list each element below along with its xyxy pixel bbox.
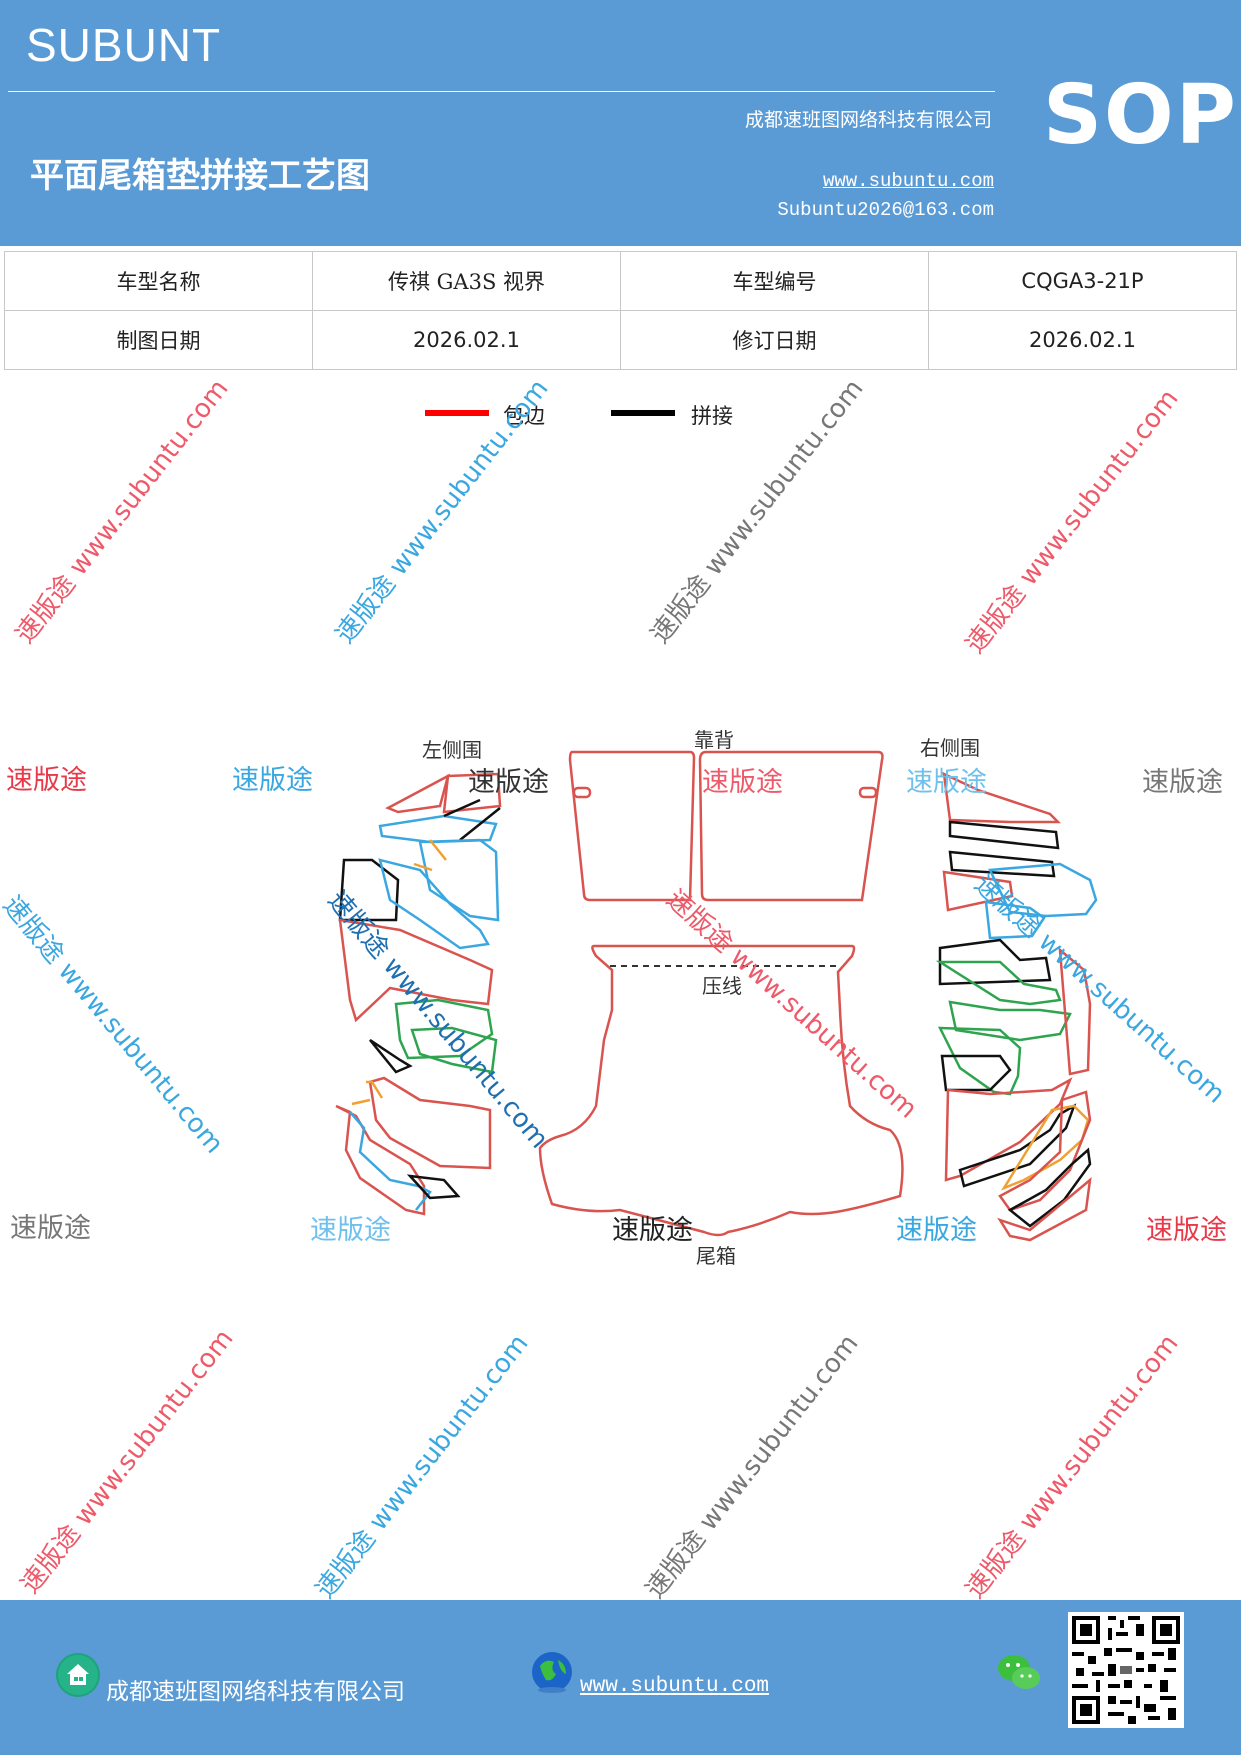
watermark-brand: 速版途	[6, 765, 87, 796]
sop-badge: SOP	[1043, 68, 1238, 163]
watermark-brand: 速版途	[612, 1215, 693, 1246]
globe-icon	[532, 1652, 572, 1693]
join-legend-swatch	[611, 410, 675, 416]
press-line-label: 压线	[702, 974, 742, 998]
watermark-brand: 速版途	[702, 767, 783, 798]
header-divider	[8, 91, 995, 92]
revise-date-value: 2026.02.1	[928, 310, 1237, 370]
watermark-brand: 速版途	[310, 1215, 391, 1246]
model-code-value: CQGA3-21P	[928, 251, 1237, 311]
watermark-brand: 速版途	[232, 765, 313, 796]
footer-company: 成都速班图网络科技有限公司	[106, 1679, 405, 1705]
watermark-brand: 速版途	[1146, 1215, 1227, 1246]
watermark-brand: 速版途	[1142, 767, 1223, 798]
table-row: 制图日期 2026.02.1 修订日期 2026.02.1	[4, 310, 1237, 370]
right-side-label: 右侧围	[920, 736, 980, 760]
info-table: 车型名称 传祺 GA3S 视界 车型编号 CQGA3-21P 制图日期 2026…	[4, 251, 1237, 370]
brand-name: SUBUNT	[26, 19, 222, 71]
trunk-floor-panel	[538, 944, 904, 1237]
model-code-label: 车型编号	[620, 251, 929, 311]
home-icon	[56, 1653, 100, 1697]
join-legend-label: 拼接	[691, 404, 733, 428]
right-side-panel	[935, 771, 1098, 1242]
watermark-brand: 速版途	[10, 1213, 91, 1244]
model-name-value: 传祺 GA3S 视界	[312, 251, 621, 311]
draw-date-value: 2026.02.1	[312, 310, 621, 370]
qr-code-icon	[1068, 1612, 1184, 1728]
email-address: Subuntu2026@163.com	[777, 199, 994, 221]
draw-date-label: 制图日期	[4, 310, 313, 370]
table-row: 车型名称 传祺 GA3S 视界 车型编号 CQGA3-21P	[4, 251, 1237, 311]
watermark-brand: 速版途	[896, 1215, 977, 1246]
left-side-label: 左侧围	[422, 738, 482, 762]
footer-website-link[interactable]: www.subuntu.com	[580, 1675, 770, 1698]
edge-legend-swatch	[425, 410, 489, 416]
model-name-label: 车型名称	[4, 251, 313, 311]
watermark-brand: 速版途	[906, 767, 987, 798]
header: SUBUNT 成都速班图网络科技有限公司 平面尾箱垫拼接工艺图 www.subu…	[0, 0, 1241, 246]
backrest-label: 靠背	[694, 728, 734, 752]
wechat-icon	[998, 1655, 1040, 1689]
document-title: 平面尾箱垫拼接工艺图	[30, 156, 370, 196]
left-side-panel	[335, 772, 502, 1216]
backrest-panels	[568, 750, 884, 902]
trunk-label: 尾箱	[696, 1244, 736, 1268]
company-name: 成都速班图网络科技有限公司	[744, 109, 992, 131]
edge-legend-label: 包边	[503, 404, 545, 428]
revise-date-label: 修订日期	[620, 310, 929, 370]
website-link[interactable]: www.subuntu.com	[822, 170, 994, 192]
watermark-brand: 速版途	[468, 767, 549, 798]
